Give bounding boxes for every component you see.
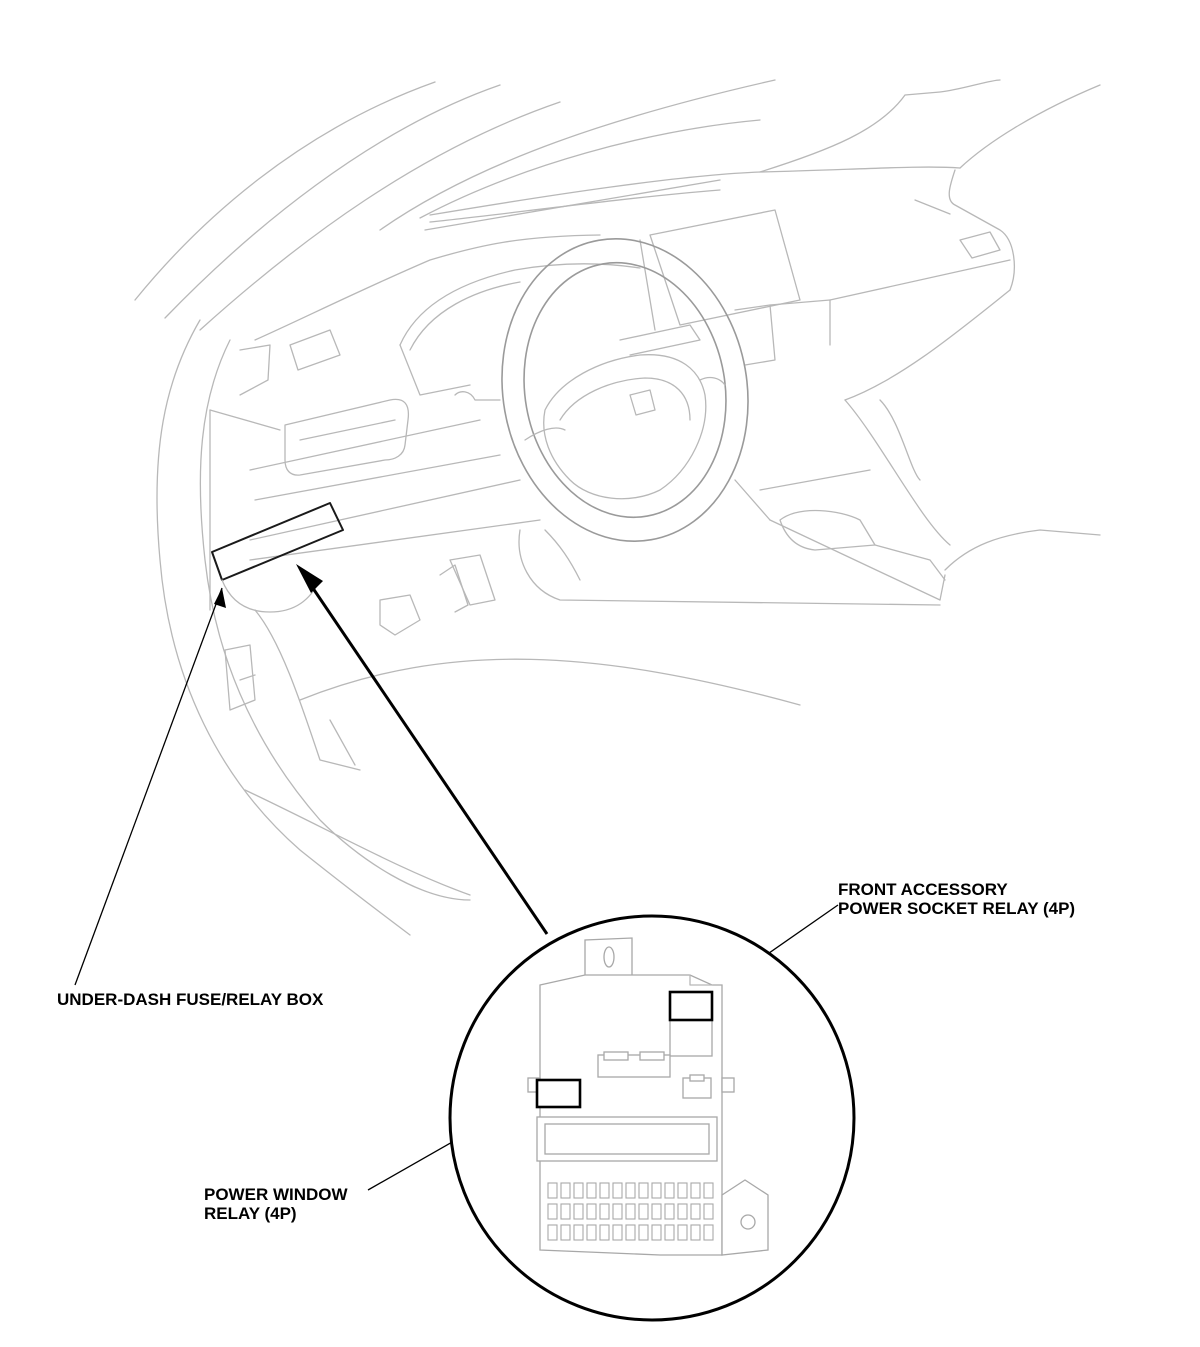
fuse-slot [612, 1224, 623, 1241]
fuse-slot [651, 1182, 662, 1199]
fuse-slot [573, 1182, 584, 1199]
fuse-slot [638, 1203, 649, 1220]
fuse-slot [560, 1182, 571, 1199]
fuse-slot [651, 1224, 662, 1241]
fuse-slot [612, 1182, 623, 1199]
power-window-relay [535, 1078, 582, 1109]
fuse-slot [690, 1203, 701, 1220]
fuse-slot [638, 1224, 649, 1241]
front-accessory-line2: POWER SOCKET RELAY (4P) [838, 899, 1076, 918]
fuse-slot [664, 1182, 675, 1199]
center-console [769, 509, 1101, 601]
underdash-fuse-box-label: UNDER-DASH FUSE/RELAY BOX [57, 990, 323, 1009]
fuse-slot [547, 1224, 558, 1241]
magnified-fuse-box [448, 914, 856, 1322]
fuse-slot [586, 1224, 597, 1241]
fuse-slot [690, 1224, 701, 1241]
fuse-slot [677, 1224, 688, 1241]
fuse-slot [547, 1203, 558, 1220]
fuse-slot [547, 1182, 558, 1199]
power-window-relay-label: POWER WINDOW RELAY (4P) [204, 1185, 348, 1223]
fuse-slot [599, 1224, 610, 1241]
front-accessory-line1: FRONT ACCESSORY [838, 880, 1008, 899]
fuse-slot [612, 1203, 623, 1220]
instrument-cluster [399, 263, 641, 396]
fuse-slot [664, 1203, 675, 1220]
power-window-line2: RELAY (4P) [204, 1204, 297, 1223]
fuse-slot [677, 1203, 688, 1220]
fuse-slot [560, 1203, 571, 1220]
fuse-slot [625, 1182, 636, 1199]
lower-dash [518, 469, 941, 606]
fuse-slot [651, 1203, 662, 1220]
fuse-slot [664, 1224, 675, 1241]
underdash-fuse-box-text: UNDER-DASH FUSE/RELAY BOX [57, 990, 324, 1009]
fuse-slot [703, 1182, 714, 1199]
passenger-dash [829, 231, 1011, 546]
fuse-slot [638, 1182, 649, 1199]
fuse-slot [586, 1203, 597, 1220]
fuse-slot [573, 1203, 584, 1220]
door-edge-lines [156, 319, 471, 936]
fuse-slot [586, 1182, 597, 1199]
fuse-slot [677, 1182, 688, 1199]
fuse-slot [703, 1224, 714, 1241]
left-dash-panel [209, 329, 541, 561]
front-accessory-relay [668, 990, 714, 1022]
dashboard-outline [254, 79, 1101, 341]
fuse-slot [625, 1224, 636, 1241]
power-window-line1: POWER WINDOW [204, 1185, 348, 1204]
fuse-slot [625, 1203, 636, 1220]
fuse-slot [599, 1182, 610, 1199]
underdash-fuse-box-shape [211, 502, 344, 613]
fuse-slot [703, 1203, 714, 1220]
fuse-slot [690, 1182, 701, 1199]
steering-wheel [454, 238, 749, 542]
front-accessory-relay-label: FRONT ACCESSORY POWER SOCKET RELAY (4P) [838, 880, 1075, 918]
fuse-slot [599, 1203, 610, 1220]
center-display [639, 209, 831, 366]
fuse-slot [560, 1224, 571, 1241]
fuse-slot [573, 1224, 584, 1241]
floor-pedals [224, 554, 801, 771]
a-pillar-lines [134, 79, 776, 331]
fuse-grid [547, 1182, 714, 1241]
